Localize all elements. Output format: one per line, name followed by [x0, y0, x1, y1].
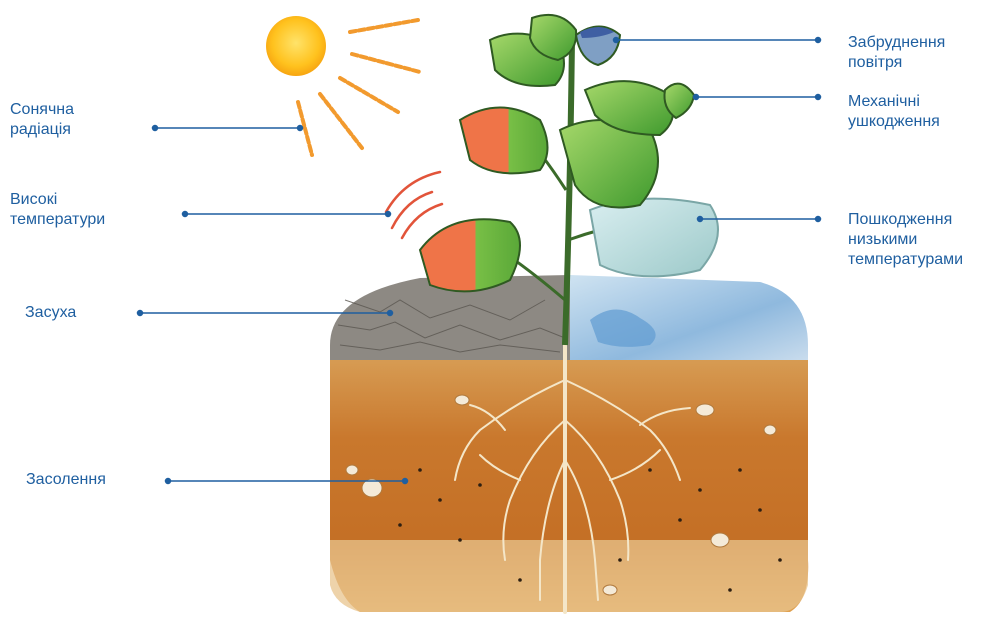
leader-solar [153, 126, 303, 131]
label-cold-line3: температурами [848, 250, 963, 270]
soil-block-icon [330, 275, 808, 612]
label-drought: Засуха [25, 303, 76, 323]
label-mech-line2: ушкодження [848, 112, 940, 132]
leader-mech [694, 95, 821, 100]
label-drought-line1: Засуха [25, 303, 76, 323]
label-heat-line2: температури [10, 210, 105, 230]
label-salinity-line1: Засолення [26, 470, 106, 490]
label-high-temperature: Високі температури [10, 190, 105, 230]
leader-air [614, 38, 821, 43]
sun-icon [266, 16, 420, 155]
label-solar-line1: Сонячна [10, 100, 74, 120]
label-air-line1: Забруднення [848, 33, 945, 53]
label-solar-line2: радіація [10, 120, 74, 140]
label-mechanical-damage: Механічні ушкодження [848, 92, 940, 132]
label-cold-damage: Пошкодження низькими температурами [848, 210, 963, 270]
label-mech-line1: Механічні [848, 92, 940, 112]
label-air-line2: повітря [848, 53, 945, 73]
label-cold-line2: низькими [848, 230, 963, 250]
leader-heat [183, 212, 391, 217]
label-heat-line1: Високі [10, 190, 105, 210]
heat-waves-icon [386, 172, 442, 238]
label-cold-line1: Пошкодження [848, 210, 963, 230]
label-solar-radiation: Сонячна радіація [10, 100, 74, 140]
label-air-pollution: Забруднення повітря [848, 33, 945, 73]
label-salinity: Засолення [26, 470, 106, 490]
